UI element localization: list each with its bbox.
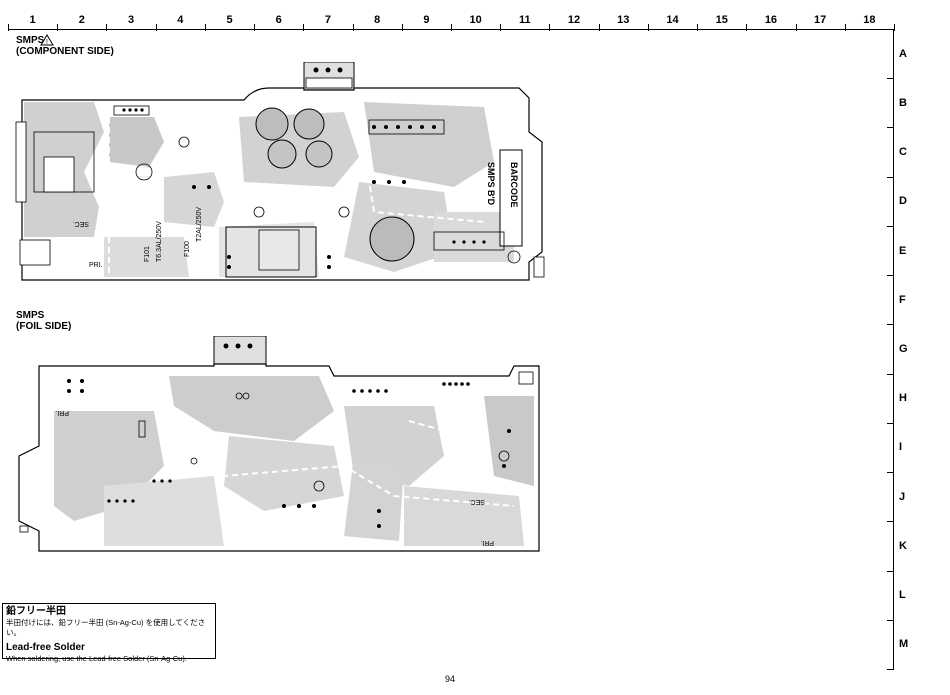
column-label: 2 (78, 14, 85, 26)
component-side-title: SMPS (COMPONENT SIDE) (16, 35, 114, 57)
svg-text:!: ! (46, 39, 48, 46)
row-label: E (899, 244, 907, 257)
row-tick (887, 619, 894, 621)
column-label: 12 (567, 14, 581, 26)
row-ruler (893, 29, 894, 669)
lead-free-solder-note: 鉛フリー半田 半田付けには、鉛フリー半田 (Sn-Ag-Cu) を使用してくださ… (2, 603, 216, 663)
pri-label: PRI. (89, 262, 103, 269)
row-label: M (899, 638, 909, 651)
column-tick (451, 24, 452, 31)
column-label: 7 (324, 14, 331, 26)
foil-pri-label-top: PRI. (55, 409, 69, 416)
note-jp-title: 鉛フリー半田 (6, 606, 66, 617)
column-label: 10 (469, 14, 482, 26)
column-label: 14 (666, 14, 679, 26)
row-tick (887, 29, 894, 30)
row-tick (887, 127, 894, 129)
column-tick (57, 24, 59, 31)
note-en-title: Lead-free Solder (6, 642, 85, 653)
row-tick (887, 669, 894, 670)
column-label: 11 (519, 14, 531, 26)
column-tick (254, 24, 256, 31)
foil-side-title-line2: (FOIL SIDE) (16, 321, 72, 332)
row-tick (887, 570, 894, 572)
column-tick (204, 24, 206, 31)
column-label: 6 (275, 14, 282, 26)
column-tick (401, 24, 403, 31)
column-tick (8, 24, 9, 31)
foil-pri-label-bottom: PRI. (480, 539, 494, 546)
column-tick (106, 24, 108, 31)
row-tick (887, 373, 894, 375)
row-label: I (899, 441, 903, 454)
column-label: 9 (423, 14, 430, 26)
column-tick (795, 24, 797, 31)
fuse-f101-label: F101 (144, 246, 151, 262)
column-tick (549, 24, 551, 31)
column-tick (352, 24, 354, 31)
foil-top-connector (213, 336, 267, 367)
column-tick (746, 24, 748, 31)
column-tick (647, 24, 649, 31)
column-tick (303, 24, 305, 31)
row-ticks (887, 29, 895, 670)
foil-side-board: PRI. PRI. SEC. (18, 336, 540, 552)
column-tick (155, 24, 157, 31)
row-label: C (899, 146, 907, 159)
column-label: 15 (715, 14, 728, 26)
row-label: B (899, 96, 907, 109)
note-jp-text: 半田付けには、鉛フリー半田 (Sn-Ag-Cu) を使用してください。 (6, 618, 206, 637)
page-number: 94 (444, 674, 455, 684)
row-tick (887, 324, 894, 326)
foil-side-title-line1: SMPS (16, 310, 45, 321)
foil-side-title: SMPS (FOIL SIDE) (16, 310, 71, 332)
note-en-text: When soldering, use the Lead-free Solder… (6, 654, 187, 663)
row-tick (887, 78, 894, 80)
column-tick (697, 24, 699, 31)
row-label: H (899, 392, 907, 405)
row-tick (887, 225, 894, 227)
barcode-label: BARCODE (509, 162, 519, 208)
fuse-f100-label: F100 (184, 241, 191, 257)
row-label: F (899, 293, 906, 306)
column-label: 5 (226, 14, 233, 26)
row-tick (887, 521, 894, 523)
row-label: J (899, 490, 906, 503)
caution-triangle-icon: ! (40, 34, 54, 46)
column-label: 17 (814, 14, 827, 26)
column-ticks (8, 24, 895, 32)
row-label: L (899, 589, 906, 602)
column-tick (894, 24, 895, 31)
board-name-label: SMPS B'D (486, 162, 496, 206)
row-tick (887, 472, 894, 474)
row-tick (887, 176, 894, 178)
sec-label: SEC. (73, 220, 89, 227)
component-side-board: BARCODE SMPS B'D F101 T6.3AL/250V F100 T… (15, 62, 545, 281)
column-label: 13 (617, 14, 630, 26)
column-label: 8 (374, 14, 381, 26)
row-label: D (899, 195, 907, 208)
fuse-f100-rating: T2AL/250V (196, 207, 203, 242)
column-label: 16 (764, 14, 778, 26)
column-tick (500, 24, 502, 31)
row-labels: A B C D E F G H I J K L M (896, 29, 916, 669)
row-label: K (899, 539, 907, 552)
row-tick (887, 275, 894, 277)
row-label: A (899, 47, 907, 60)
column-tick (598, 24, 600, 31)
column-label: 1 (29, 14, 36, 26)
row-tick (887, 422, 894, 424)
row-label: G (899, 343, 908, 355)
column-tick (844, 24, 846, 31)
component-side-title-line1: SMPS (16, 35, 45, 46)
column-label: 3 (127, 14, 135, 26)
foil-sec-label: SEC. (469, 498, 485, 505)
column-label: 4 (177, 14, 184, 26)
column-label: 18 (863, 14, 876, 26)
component-side-title-line2: (COMPONENT SIDE) (16, 46, 114, 57)
fuse-f101-rating: T6.3AL/250V (156, 221, 163, 262)
